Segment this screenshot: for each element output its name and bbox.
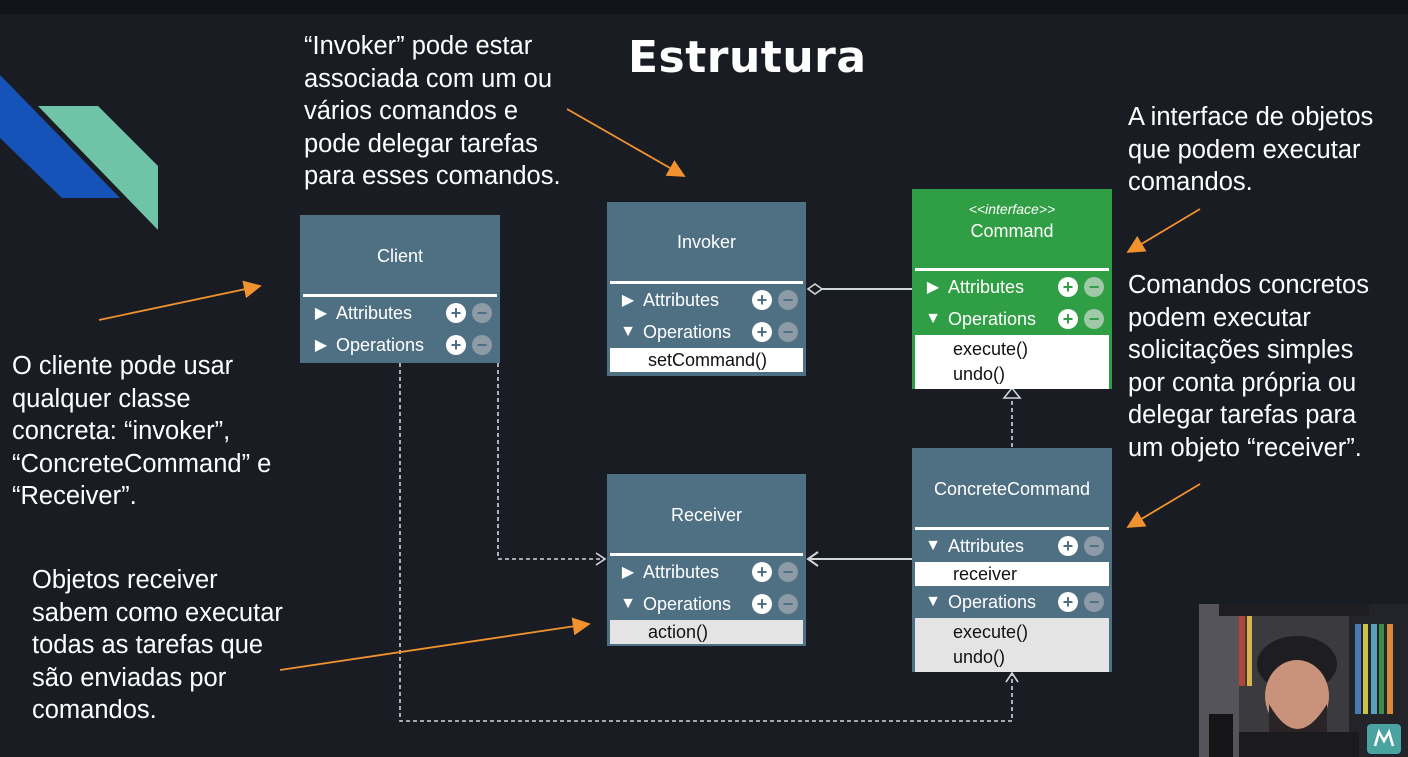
annotation-arrow-receiver [279, 617, 591, 671]
section-label: Operations [643, 321, 732, 342]
collapsed-arrow-icon[interactable]: ▶ [621, 564, 635, 581]
divider [303, 294, 497, 297]
plus-icon[interactable]: + [1058, 277, 1078, 297]
minus-icon[interactable]: − [778, 322, 798, 342]
slide-title: Estrutura [628, 32, 867, 83]
annotation-arrow-concrete [1126, 483, 1201, 528]
class-name: Receiver [670, 505, 743, 525]
divider [610, 281, 803, 284]
minus-icon[interactable]: − [778, 290, 798, 310]
section-label: Operations [336, 334, 425, 355]
minus-icon[interactable]: − [778, 594, 798, 614]
attribute-receiver[interactable]: receiver [915, 562, 1109, 586]
expanded-arrow-icon[interactable]: ▼ [620, 595, 636, 612]
section-label: Attributes [643, 289, 720, 310]
annotation-arrow-client [98, 280, 262, 321]
collapsed-arrow-icon[interactable]: ▶ [926, 279, 940, 296]
expanded-arrow-icon[interactable]: ▼ [620, 323, 636, 340]
divider [915, 527, 1109, 530]
expanded-arrow-icon[interactable]: ▼ [925, 310, 941, 327]
class-concrete-command[interactable]: ConcreteCommand ▼ Attributes + − receive… [912, 448, 1112, 672]
method-undo[interactable]: undo() [953, 647, 1006, 667]
method-list: execute() undo() [915, 618, 1109, 672]
plus-icon[interactable]: + [446, 303, 466, 323]
section-label: Operations [948, 308, 1037, 329]
class-name: Invoker [676, 232, 737, 252]
presenter-webcam [1199, 604, 1408, 757]
class-name: Command [970, 221, 1054, 241]
section-label: Attributes [948, 535, 1025, 556]
method-execute[interactable]: execute() [953, 339, 1029, 359]
section-label: Operations [643, 593, 732, 614]
expanded-arrow-icon[interactable]: ▼ [925, 593, 941, 610]
method-execute[interactable]: execute() [953, 622, 1029, 642]
class-command-interface[interactable]: <<interface>> Command ▶ Attributes + − ▼… [912, 189, 1112, 389]
aggregation-diamond [806, 283, 824, 295]
plus-icon[interactable]: + [752, 322, 772, 342]
attributes-row[interactable]: ▼ Attributes + − [912, 530, 1112, 562]
plus-icon[interactable]: + [446, 335, 466, 355]
section-label: Attributes [336, 302, 413, 323]
plus-icon[interactable]: + [752, 290, 772, 310]
plus-icon[interactable]: + [752, 594, 772, 614]
minus-icon[interactable]: − [1084, 277, 1104, 297]
minus-icon[interactable]: − [1084, 592, 1104, 612]
class-receiver[interactable]: Receiver ▶ Attributes + − ▼ Operations +… [607, 474, 806, 646]
note-interface: A interface de objetos que podem executa… [1128, 103, 1374, 196]
operations-row[interactable]: ▼ Operations + − [912, 303, 1112, 335]
attributes-row[interactable]: ▶ Attributes + − [607, 556, 806, 588]
note-invoker: “Invoker” pode estar associada com um ou… [304, 32, 561, 190]
note-client: O cliente pode usar qualquer classe conc… [12, 352, 272, 510]
attributes-row[interactable]: ▶ Attributes + − [607, 284, 806, 316]
webcam-picture [1199, 604, 1408, 757]
divider [610, 553, 803, 556]
plus-icon[interactable]: + [752, 562, 772, 582]
collapsed-arrow-icon[interactable]: ▶ [314, 305, 328, 322]
note-concrete-command: Comandos concretos podem executar solici… [1128, 271, 1369, 462]
class-invoker[interactable]: Invoker ▶ Attributes + − ▼ Operations + … [607, 202, 806, 376]
section-label: Attributes [643, 561, 720, 582]
decorative-stripes [0, 75, 158, 230]
stereotype-label: <<interface>> [968, 201, 1056, 217]
collapsed-arrow-icon[interactable]: ▶ [621, 292, 635, 309]
annotation-arrow-invoker [566, 108, 686, 177]
method-set-command[interactable]: setCommand() [610, 348, 803, 372]
operations-row[interactable]: ▼ Operations + − [607, 588, 806, 620]
video-top-bar [0, 0, 1408, 14]
plus-icon[interactable]: + [1058, 309, 1078, 329]
plus-icon[interactable]: + [1058, 536, 1078, 556]
attributes-row[interactable]: ▶ Attributes + − [300, 297, 500, 329]
annotation-arrow-interface [1126, 208, 1201, 253]
operations-row[interactable]: ▼ Operations + − [912, 586, 1112, 618]
collapsed-arrow-icon[interactable]: ▶ [314, 337, 328, 354]
divider [915, 268, 1109, 271]
minus-icon[interactable]: − [778, 562, 798, 582]
method-undo[interactable]: undo() [953, 364, 1006, 384]
class-header: <<interface>> Command [912, 189, 1112, 268]
note-receiver: Objetos receiver sabem como executar tod… [32, 566, 283, 724]
method-action[interactable]: action() [610, 620, 803, 644]
expanded-arrow-icon[interactable]: ▼ [925, 537, 941, 554]
minus-icon[interactable]: − [472, 303, 492, 323]
minus-icon[interactable]: − [1084, 536, 1104, 556]
attributes-row[interactable]: ▶ Attributes + − [912, 271, 1112, 303]
operations-row[interactable]: ▶ Operations + − [300, 329, 500, 361]
realization-arrowhead [1002, 386, 1022, 399]
plus-icon[interactable]: + [1058, 592, 1078, 612]
minus-icon[interactable]: − [472, 335, 492, 355]
operations-row[interactable]: ▼ Operations + − [607, 316, 806, 348]
section-label: Attributes [948, 276, 1025, 297]
class-name: ConcreteCommand [933, 479, 1091, 499]
minus-icon[interactable]: − [1084, 309, 1104, 329]
method-list: execute() undo() [915, 335, 1109, 389]
class-client[interactable]: Client ▶ Attributes + − ▶ Operations + − [300, 215, 500, 363]
class-name: Client [376, 246, 424, 266]
section-label: Operations [948, 591, 1037, 612]
